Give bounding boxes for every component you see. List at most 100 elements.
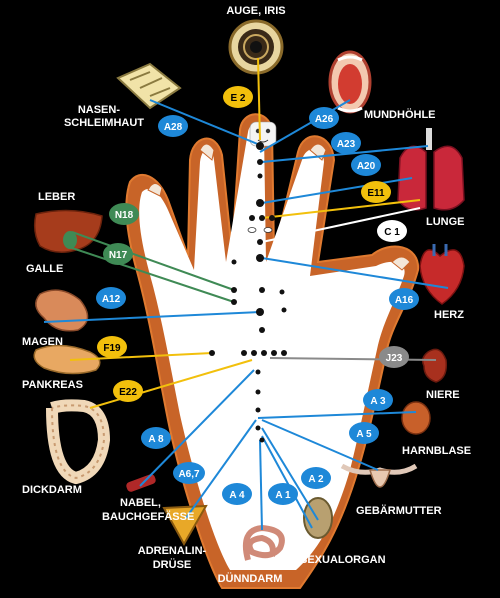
badge-n17: N17 xyxy=(103,243,133,265)
badge-e22-label: E22 xyxy=(119,387,137,398)
label-pankreas: PANKREAS xyxy=(22,379,83,391)
badge-e2-label: E 2 xyxy=(230,93,245,104)
point-dot xyxy=(231,299,237,305)
label-lunge: LUNGE xyxy=(426,216,465,228)
connector-a2 xyxy=(261,427,319,521)
connector-e22 xyxy=(89,359,253,409)
connector-a16 xyxy=(261,257,449,289)
connector-n18 xyxy=(71,231,235,291)
point-dot xyxy=(255,389,261,395)
badge-a20: A20 xyxy=(351,154,381,176)
badge-a12-label: A12 xyxy=(102,294,121,305)
mouth-cavity-icon xyxy=(328,50,372,114)
badge-a1: A 1 xyxy=(268,483,298,505)
point-dot xyxy=(255,425,261,431)
badge-n18: N18 xyxy=(109,203,139,225)
label-herz: HERZ xyxy=(434,309,464,321)
point-dot xyxy=(279,289,285,295)
label-galle: GALLE xyxy=(26,263,63,275)
connector-n17 xyxy=(65,245,235,303)
point-badges: E 2 A28 A26 A23 A20 E11 C 1 N18 N17 A12 … xyxy=(96,86,419,505)
uterus-icon xyxy=(340,463,418,488)
large-intestine-icon xyxy=(46,399,111,485)
point-dot xyxy=(255,369,261,375)
badge-a2: A 2 xyxy=(301,467,331,489)
stomach-icon xyxy=(35,289,89,332)
badge-n18-label: N18 xyxy=(115,210,134,221)
badge-c1: C 1 xyxy=(377,220,407,242)
label-nabel-1: NABEL, xyxy=(120,497,161,509)
label-adrenalin-1: ADRENALIN- xyxy=(138,545,207,557)
small-intestine-icon xyxy=(242,524,285,561)
connector-a5 xyxy=(261,419,379,471)
connector-a4 xyxy=(259,439,263,531)
acupuncture-points xyxy=(209,142,287,443)
point-dot xyxy=(255,407,261,413)
pinky-nail xyxy=(391,256,411,271)
thumb-nail xyxy=(147,183,163,197)
label-harnblase: HARNBLASE xyxy=(402,445,471,457)
badge-a8: A 8 xyxy=(141,427,171,449)
badge-n17-label: N17 xyxy=(109,250,128,261)
connectors xyxy=(43,57,449,531)
connector-a26 xyxy=(259,99,351,153)
connector-c1 xyxy=(261,207,421,243)
badge-f19-label: F19 xyxy=(103,343,121,354)
pancreas-icon xyxy=(33,344,101,375)
badge-a20-label: A20 xyxy=(357,161,376,172)
badge-a23: A23 xyxy=(331,132,361,154)
point-dot xyxy=(259,287,265,293)
point-dot xyxy=(259,437,265,443)
point-dot xyxy=(257,159,263,165)
badge-a5-label: A 5 xyxy=(356,429,372,440)
point-dot xyxy=(259,327,265,333)
badge-a26-label: A26 xyxy=(315,114,334,125)
connector-e2 xyxy=(257,57,261,141)
label-niere: NIERE xyxy=(426,389,460,401)
eye-iris-icon xyxy=(228,19,284,75)
organ-labels: AUGE, IRIS NASEN- SCHLEIMHAUT MUNDHÖHLE … xyxy=(22,5,471,585)
bladder-icon xyxy=(401,401,431,435)
adrenal-gland-icon xyxy=(162,504,208,547)
badge-a8-label: A 8 xyxy=(148,434,164,445)
connector-a3 xyxy=(257,411,417,419)
badge-a26: A26 xyxy=(309,107,339,129)
badge-a1-label: A 1 xyxy=(275,490,291,501)
point-dot xyxy=(261,350,267,356)
badge-a28: A28 xyxy=(158,115,188,137)
badge-j23-label: J23 xyxy=(386,353,403,364)
organ-icons xyxy=(33,19,465,561)
heart-icon xyxy=(419,244,465,305)
badge-a5: A 5 xyxy=(349,422,379,444)
badge-a4-label: A 4 xyxy=(229,490,245,501)
badge-a12: A12 xyxy=(96,287,126,309)
point-dot xyxy=(241,350,247,356)
badge-a23-label: A23 xyxy=(337,139,356,150)
badge-a4: A 4 xyxy=(222,483,252,505)
point-dot xyxy=(209,350,215,356)
badge-a3-label: A 3 xyxy=(370,396,386,407)
point-dot xyxy=(256,199,264,207)
connector-a12 xyxy=(43,311,261,323)
lungs-icon xyxy=(397,128,465,211)
point-dot xyxy=(249,215,255,221)
connector-a28 xyxy=(149,99,261,146)
label-nabel-2: BAUCHGEFÄSSE xyxy=(102,510,194,523)
label-leber: LEBER xyxy=(38,191,75,203)
point-dot xyxy=(231,259,237,265)
badge-a3: A 3 xyxy=(363,389,393,411)
connector-a1 xyxy=(261,435,313,529)
umbilical-vessels-icon xyxy=(126,474,156,492)
nasal-mucosa-icon xyxy=(116,62,182,110)
label-dickdarm: DICKDARM xyxy=(22,484,82,496)
label-auge-iris: AUGE, IRIS xyxy=(226,5,285,17)
badge-e11-label: E11 xyxy=(367,188,385,199)
label-magen: MAGEN xyxy=(22,336,63,348)
index-nail xyxy=(199,143,215,161)
finger-eyes xyxy=(247,227,273,233)
point-dot xyxy=(251,350,257,356)
point-dot xyxy=(257,173,263,179)
label-gebaermutter: GEBÄRMUTTER xyxy=(356,504,442,517)
